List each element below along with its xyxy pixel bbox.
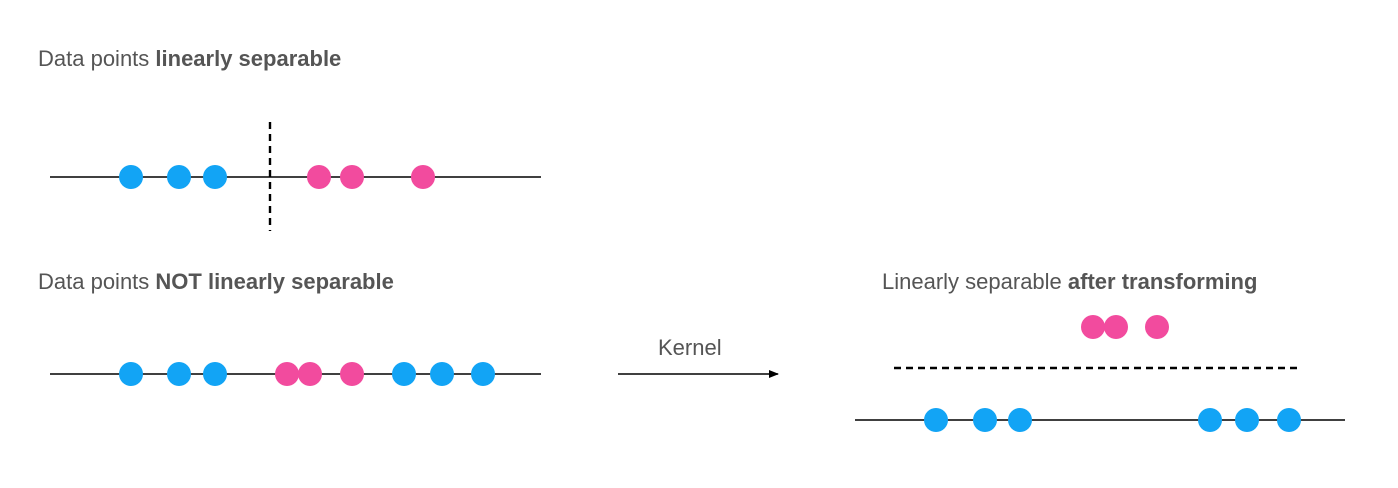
title-after-transforming: Linearly separable after transforming: [882, 269, 1257, 295]
pink-point: [275, 362, 299, 386]
title-linearly-separable: Data points linearly separable: [38, 46, 341, 72]
points-transformed-top: [1081, 315, 1169, 339]
points-separable: [119, 165, 435, 189]
pink-point: [1081, 315, 1105, 339]
points-transformed-bottom: [924, 408, 1301, 432]
blue-point: [203, 362, 227, 386]
blue-point: [1008, 408, 1032, 432]
blue-point: [1277, 408, 1301, 432]
pink-point: [1104, 315, 1128, 339]
blue-point: [1198, 408, 1222, 432]
blue-point: [430, 362, 454, 386]
title-bold: linearly separable: [155, 46, 342, 71]
title-plain: Data points: [38, 46, 156, 71]
blue-point: [167, 165, 191, 189]
pink-point: [298, 362, 322, 386]
title-plain: Linearly separable: [882, 269, 1068, 294]
kernel-label: Kernel: [658, 335, 722, 360]
blue-point: [392, 362, 416, 386]
pink-point: [340, 362, 364, 386]
blue-point: [203, 165, 227, 189]
title-plain: Data points: [38, 269, 156, 294]
title-bold: NOT linearly separable: [155, 269, 394, 294]
title-not-linearly-separable: Data points NOT linearly separable: [38, 269, 394, 295]
blue-point: [167, 362, 191, 386]
blue-point: [924, 408, 948, 432]
blue-point: [119, 165, 143, 189]
title-bold: after transforming: [1067, 269, 1258, 294]
pink-point: [307, 165, 331, 189]
blue-point: [973, 408, 997, 432]
points-not-separable: [119, 362, 495, 386]
blue-point: [119, 362, 143, 386]
blue-point: [471, 362, 495, 386]
blue-point: [1235, 408, 1259, 432]
pink-point: [411, 165, 435, 189]
pink-point: [1145, 315, 1169, 339]
pink-point: [340, 165, 364, 189]
